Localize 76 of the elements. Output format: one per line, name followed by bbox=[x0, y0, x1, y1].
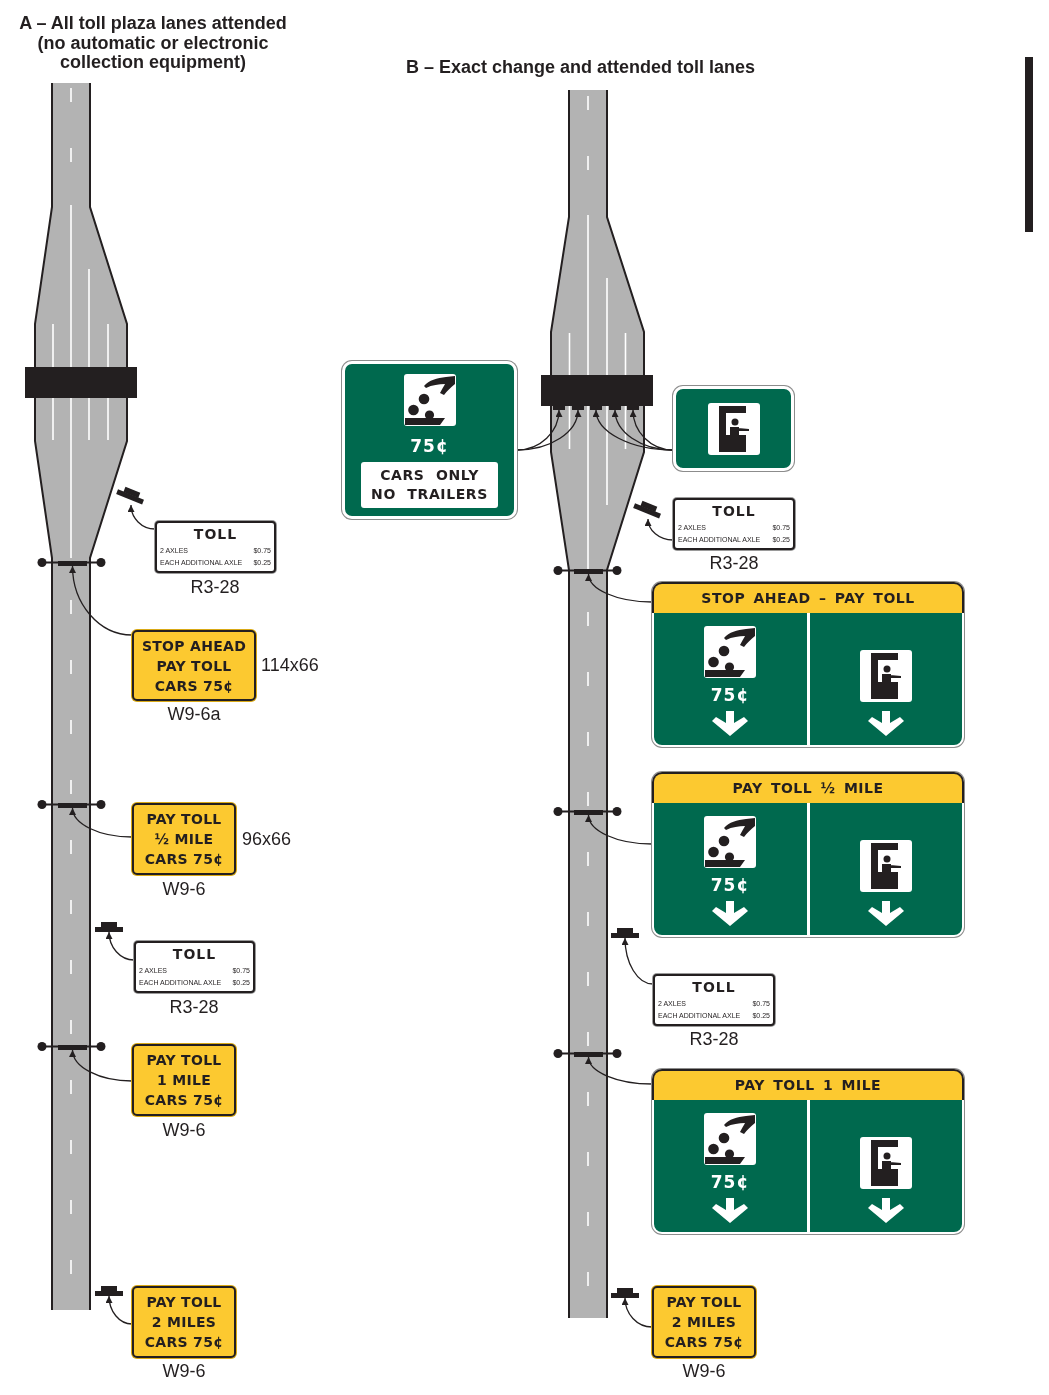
warning-sign bbox=[132, 630, 256, 701]
leader-arrow bbox=[586, 1056, 653, 1085]
post-sign-symbol bbox=[95, 1286, 123, 1296]
sign-header: STOP AHEAD – PAY TOLL bbox=[652, 582, 964, 613]
leader-arrow bbox=[621, 937, 654, 985]
overhead-guide-sign bbox=[652, 772, 964, 937]
post-sign-symbol bbox=[611, 928, 639, 938]
sign-code-label: 114x66 bbox=[261, 655, 319, 675]
leader-arrow bbox=[586, 814, 653, 845]
leader-arrow bbox=[105, 1295, 133, 1325]
post-sign-symbol bbox=[632, 498, 664, 519]
sign-code-label: R3-28 bbox=[169, 997, 219, 1017]
sign-code-label: W9-6 bbox=[162, 1120, 206, 1140]
warning-sign bbox=[132, 1286, 236, 1358]
overhead-sign-bar bbox=[574, 569, 603, 574]
overhead-sign-bar bbox=[58, 561, 87, 566]
leader-arrow bbox=[593, 409, 674, 451]
sign-heading: TOLL bbox=[692, 979, 736, 996]
sign-code-label: W9-6a bbox=[167, 704, 221, 724]
sign-code-label: W9-6 bbox=[162, 1361, 206, 1381]
leader-arrow bbox=[586, 573, 653, 603]
sign-code-label: R3-28 bbox=[190, 577, 240, 597]
toll-rate-sign bbox=[134, 941, 255, 993]
guide-sign bbox=[342, 361, 517, 519]
toll-booth-mark bbox=[627, 406, 639, 410]
toll-booth-mark bbox=[553, 406, 565, 410]
warning-sign bbox=[652, 1286, 756, 1358]
sign-code-label: 96x66 bbox=[242, 829, 292, 849]
overhead-guide-sign bbox=[652, 582, 964, 747]
toll-rate-sign bbox=[673, 498, 795, 550]
leader-arrow bbox=[105, 931, 135, 961]
sign-header: PAY TOLL ½ MILE bbox=[652, 772, 964, 803]
overhead-sign-bar bbox=[58, 1045, 87, 1050]
leader-arrow bbox=[516, 409, 581, 451]
sign-heading: TOLL bbox=[712, 503, 756, 520]
leader-arrow bbox=[630, 409, 674, 451]
price-text: 75¢ bbox=[710, 1172, 750, 1192]
sign-code-label: W9-6 bbox=[162, 879, 206, 899]
post-sign-symbol bbox=[95, 922, 123, 932]
sign-heading: TOLL bbox=[193, 526, 238, 543]
sign-legend: PAY TOLL 2 MILES CARS 75¢ bbox=[662, 1292, 746, 1352]
toll-rate-sign bbox=[653, 974, 775, 1026]
panel-heading: B – Exact change and attended toll lanes bbox=[406, 58, 756, 78]
leader-arrow bbox=[621, 1297, 653, 1328]
sign-plaque: CARS ONLY NO TRAILERS bbox=[361, 462, 498, 508]
overhead-guide-sign bbox=[652, 1069, 964, 1234]
post-sign-symbol bbox=[115, 484, 147, 505]
toll-booth-mark bbox=[609, 406, 621, 410]
toll-booth-mark bbox=[590, 406, 602, 410]
sign-legend: PAY TOLL 1 MILE CARS 75¢ bbox=[142, 1050, 226, 1110]
sign-code-label: R3-28 bbox=[709, 553, 759, 573]
post-sign-symbol bbox=[611, 1288, 639, 1298]
sign-code-label: W9-6 bbox=[682, 1361, 726, 1381]
warning-sign bbox=[132, 1044, 236, 1116]
leader-arrow bbox=[70, 807, 133, 838]
sign-heading: TOLL bbox=[172, 946, 217, 963]
overhead-sign-bar bbox=[58, 803, 87, 808]
toll-booth-mark bbox=[572, 406, 584, 410]
leader-arrow bbox=[69, 565, 133, 636]
price-text: 75¢ bbox=[710, 875, 750, 895]
overhead-sign-bar bbox=[574, 810, 603, 815]
leader-arrow bbox=[128, 504, 156, 530]
overhead-sign-bar bbox=[574, 1052, 603, 1057]
sign-code-label: R3-28 bbox=[689, 1029, 739, 1049]
guide-sign bbox=[673, 386, 794, 471]
toll-rate-sign bbox=[155, 521, 276, 573]
price-text: 75¢ bbox=[710, 685, 750, 705]
sign-legend: STOP AHEAD PAY TOLL CARS 75¢ bbox=[139, 635, 249, 696]
warning-sign bbox=[132, 803, 236, 875]
price-text: 75¢ bbox=[410, 436, 449, 456]
leader-arrow bbox=[645, 518, 674, 541]
sign-legend: PAY TOLL ½ MILE CARS 75¢ bbox=[142, 809, 226, 869]
leader-arrow bbox=[69, 1049, 133, 1082]
sign-header: PAY TOLL 1 MILE bbox=[652, 1069, 964, 1100]
panel-heading: A – All toll plaza lanes attended (no automatic or electronic collection equipment) bbox=[18, 14, 288, 73]
sign-legend: PAY TOLL 2 MILES CARS 75¢ bbox=[142, 1292, 226, 1352]
